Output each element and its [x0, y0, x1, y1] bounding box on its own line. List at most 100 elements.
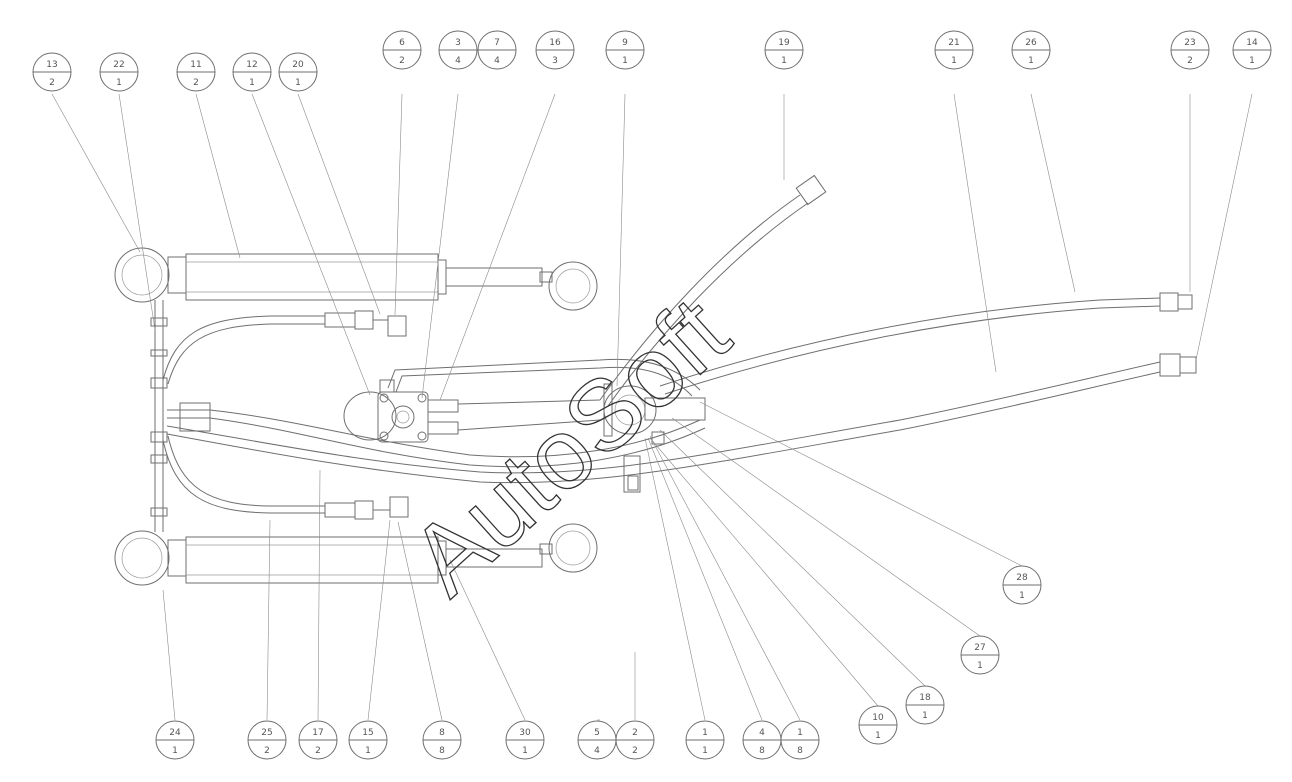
balloon-quantity: 4 [594, 746, 600, 756]
balloon-b-right-1: 28 1 [1002, 565, 1042, 605]
balloon-quantity: 2 [632, 746, 638, 756]
balloon-quantity: 1 [781, 56, 787, 66]
balloon-quantity: 2 [193, 78, 199, 88]
balloon-part-number: 14 [1246, 38, 1258, 48]
balloon-b-top-15: 14 1 [1232, 30, 1272, 70]
balloon-quantity: 2 [264, 746, 270, 756]
hose-lines [162, 174, 1197, 520]
balloon-b-top-12: 21 1 [934, 30, 974, 70]
balloon-part-number: 7 [494, 38, 500, 48]
balloon-quantity: 4 [455, 56, 461, 66]
balloon-part-number: 21 [948, 38, 959, 48]
balloon-part-number: 26 [1025, 38, 1037, 48]
balloon-part-number: 20 [292, 60, 304, 70]
balloon-part-number: 16 [549, 38, 561, 48]
balloon-b-top-5: 20 1 [278, 52, 318, 92]
balloon-part-number: 18 [919, 693, 931, 703]
balloon-quantity: 1 [951, 56, 957, 66]
valve-block [343, 379, 601, 443]
balloon-b-top-11: 19 1 [764, 30, 804, 70]
balloon-b-bot-8: 22 [615, 720, 655, 760]
balloon-b-bot-3: 17 2 [298, 720, 338, 760]
balloon-quantity: 1 [295, 78, 301, 88]
balloon-b-bot-7: 54 [577, 720, 617, 760]
balloon-part-number: 5 [594, 728, 600, 738]
balloon-b-right-4: 10 1 [858, 705, 898, 745]
balloon-b-top-14: 23 2 [1170, 30, 1210, 70]
balloon-quantity: 1 [365, 746, 371, 756]
balloon-quantity: 2 [1187, 56, 1193, 66]
balloon-b-top-13: 26 1 [1011, 30, 1051, 70]
balloon-quantity: 1 [875, 731, 881, 741]
balloon-b-bot-1: 24 1 [155, 720, 195, 760]
balloon-part-number: 30 [519, 728, 531, 738]
balloon-part-number: 17 [312, 728, 323, 738]
balloon-part-number: 6 [399, 38, 405, 48]
balloon-part-number: 1 [797, 728, 803, 738]
part-balloons: 1322211121212016234741639119121126123214… [32, 30, 1272, 760]
balloon-quantity: 1 [522, 746, 528, 756]
balloon-b-top-3: 112 [176, 52, 216, 92]
balloon-part-number: 13 [46, 60, 57, 70]
balloon-b-top-6: 62 [382, 30, 422, 70]
balloon-quantity: 8 [439, 746, 445, 756]
balloon-part-number: 8 [439, 728, 445, 738]
balloon-part-number: 24 [169, 728, 181, 738]
balloon-quantity: 8 [759, 746, 765, 756]
clamp-bracket [603, 383, 706, 493]
balloon-part-number: 25 [261, 728, 272, 738]
balloon-b-top-8: 74 [477, 30, 517, 70]
balloon-quantity: 1 [172, 746, 178, 756]
balloon-quantity: 3 [552, 56, 558, 66]
balloon-b-right-3: 18 1 [905, 685, 945, 725]
balloon-quantity: 1 [702, 746, 708, 756]
leader-lines [51, 93, 1253, 721]
balloon-b-top-1: 13 2 [32, 52, 72, 92]
upper-cylinder [114, 247, 598, 311]
balloon-part-number: 3 [455, 38, 461, 48]
balloon-b-top-4: 12 1 [232, 52, 272, 92]
balloon-part-number: 10 [872, 713, 884, 723]
balloon-part-number: 15 [362, 728, 373, 738]
balloon-part-number: 19 [778, 38, 790, 48]
balloon-part-number: 9 [622, 38, 628, 48]
balloon-quantity: 4 [494, 56, 500, 66]
balloon-part-number: 1 [702, 728, 708, 738]
balloon-part-number: 4 [759, 728, 765, 738]
balloon-part-number: 22 [113, 60, 124, 70]
balloon-b-bot-10: 48 [742, 720, 782, 760]
watermark-text: AutoSoft [390, 276, 750, 616]
balloon-b-bot-6: 30 1 [505, 720, 545, 760]
balloon-b-bot-5: 88 [422, 720, 462, 760]
balloon-part-number: 28 [1016, 573, 1028, 583]
balloon-part-number: 27 [974, 643, 985, 653]
balloon-quantity: 1 [249, 78, 255, 88]
balloon-b-top-9: 16 3 [535, 30, 575, 70]
balloon-quantity: 8 [797, 746, 803, 756]
manifold-pipe [150, 300, 168, 532]
balloon-part-number: 2 [632, 728, 638, 738]
balloon-quantity: 1 [1019, 591, 1025, 601]
balloon-quantity: 1 [922, 711, 928, 721]
balloon-b-bot-9: 11 [685, 720, 725, 760]
balloon-quantity: 1 [977, 661, 983, 671]
balloon-b-top-2: 22 1 [99, 52, 139, 92]
balloon-quantity: 1 [1249, 56, 1255, 66]
balloon-b-right-2: 27 1 [960, 635, 1000, 675]
balloon-b-top-10: 91 [605, 30, 645, 70]
balloon-part-number: 23 [1184, 38, 1195, 48]
balloon-quantity: 1 [622, 56, 628, 66]
balloon-b-bot-11: 18 [780, 720, 820, 760]
lower-cylinder [114, 523, 598, 586]
balloon-part-number: 12 [246, 60, 257, 70]
balloon-quantity: 2 [315, 746, 321, 756]
balloon-b-bot-4: 15 1 [348, 720, 388, 760]
balloon-quantity: 1 [116, 78, 122, 88]
balloon-b-bot-2: 25 2 [247, 720, 287, 760]
balloon-quantity: 2 [49, 78, 55, 88]
balloon-quantity: 2 [399, 56, 405, 66]
balloon-b-top-7: 34 [438, 30, 478, 70]
balloon-quantity: 1 [1028, 56, 1034, 66]
